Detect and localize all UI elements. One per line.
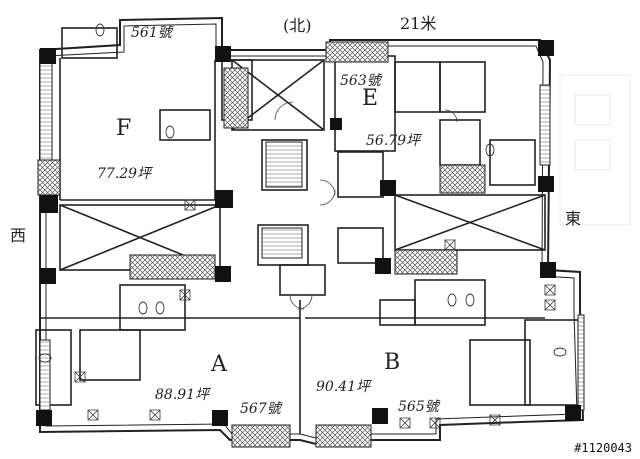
- unit-b-letter: B: [384, 350, 401, 375]
- interior-walls: [35, 27, 581, 434]
- unit-e-number: 563號: [340, 73, 381, 89]
- fixture-boxes: [74, 199, 556, 429]
- listing-id-watermark: #1120043: [572, 441, 634, 455]
- unit-a-area: 88.91坪: [155, 387, 210, 403]
- unit-a-number: 567號: [240, 401, 281, 417]
- east-label: 東: [565, 209, 582, 228]
- unit-e-letter: E: [362, 86, 379, 111]
- unit-a-letter: A: [211, 352, 227, 377]
- hatched-areas: [37, 41, 585, 448]
- unit-b-area: 90.41坪: [316, 379, 371, 395]
- unit-f-letter: F: [116, 116, 132, 141]
- west-label: 西: [10, 226, 27, 245]
- door-arcs: [274, 101, 458, 310]
- background-residue: [559, 74, 631, 226]
- unit-f-area: 77.29坪: [97, 166, 152, 182]
- building-outline: [39, 16, 585, 447]
- toilets: [38, 23, 567, 363]
- unit-f-number: 561號: [131, 25, 172, 41]
- unit-b-number: 565號: [398, 399, 439, 415]
- structural-columns: [36, 40, 581, 426]
- unit-e-area: 56.79坪: [366, 133, 421, 149]
- road-width-label: 21米: [400, 14, 437, 33]
- north-label: (北): [283, 16, 312, 35]
